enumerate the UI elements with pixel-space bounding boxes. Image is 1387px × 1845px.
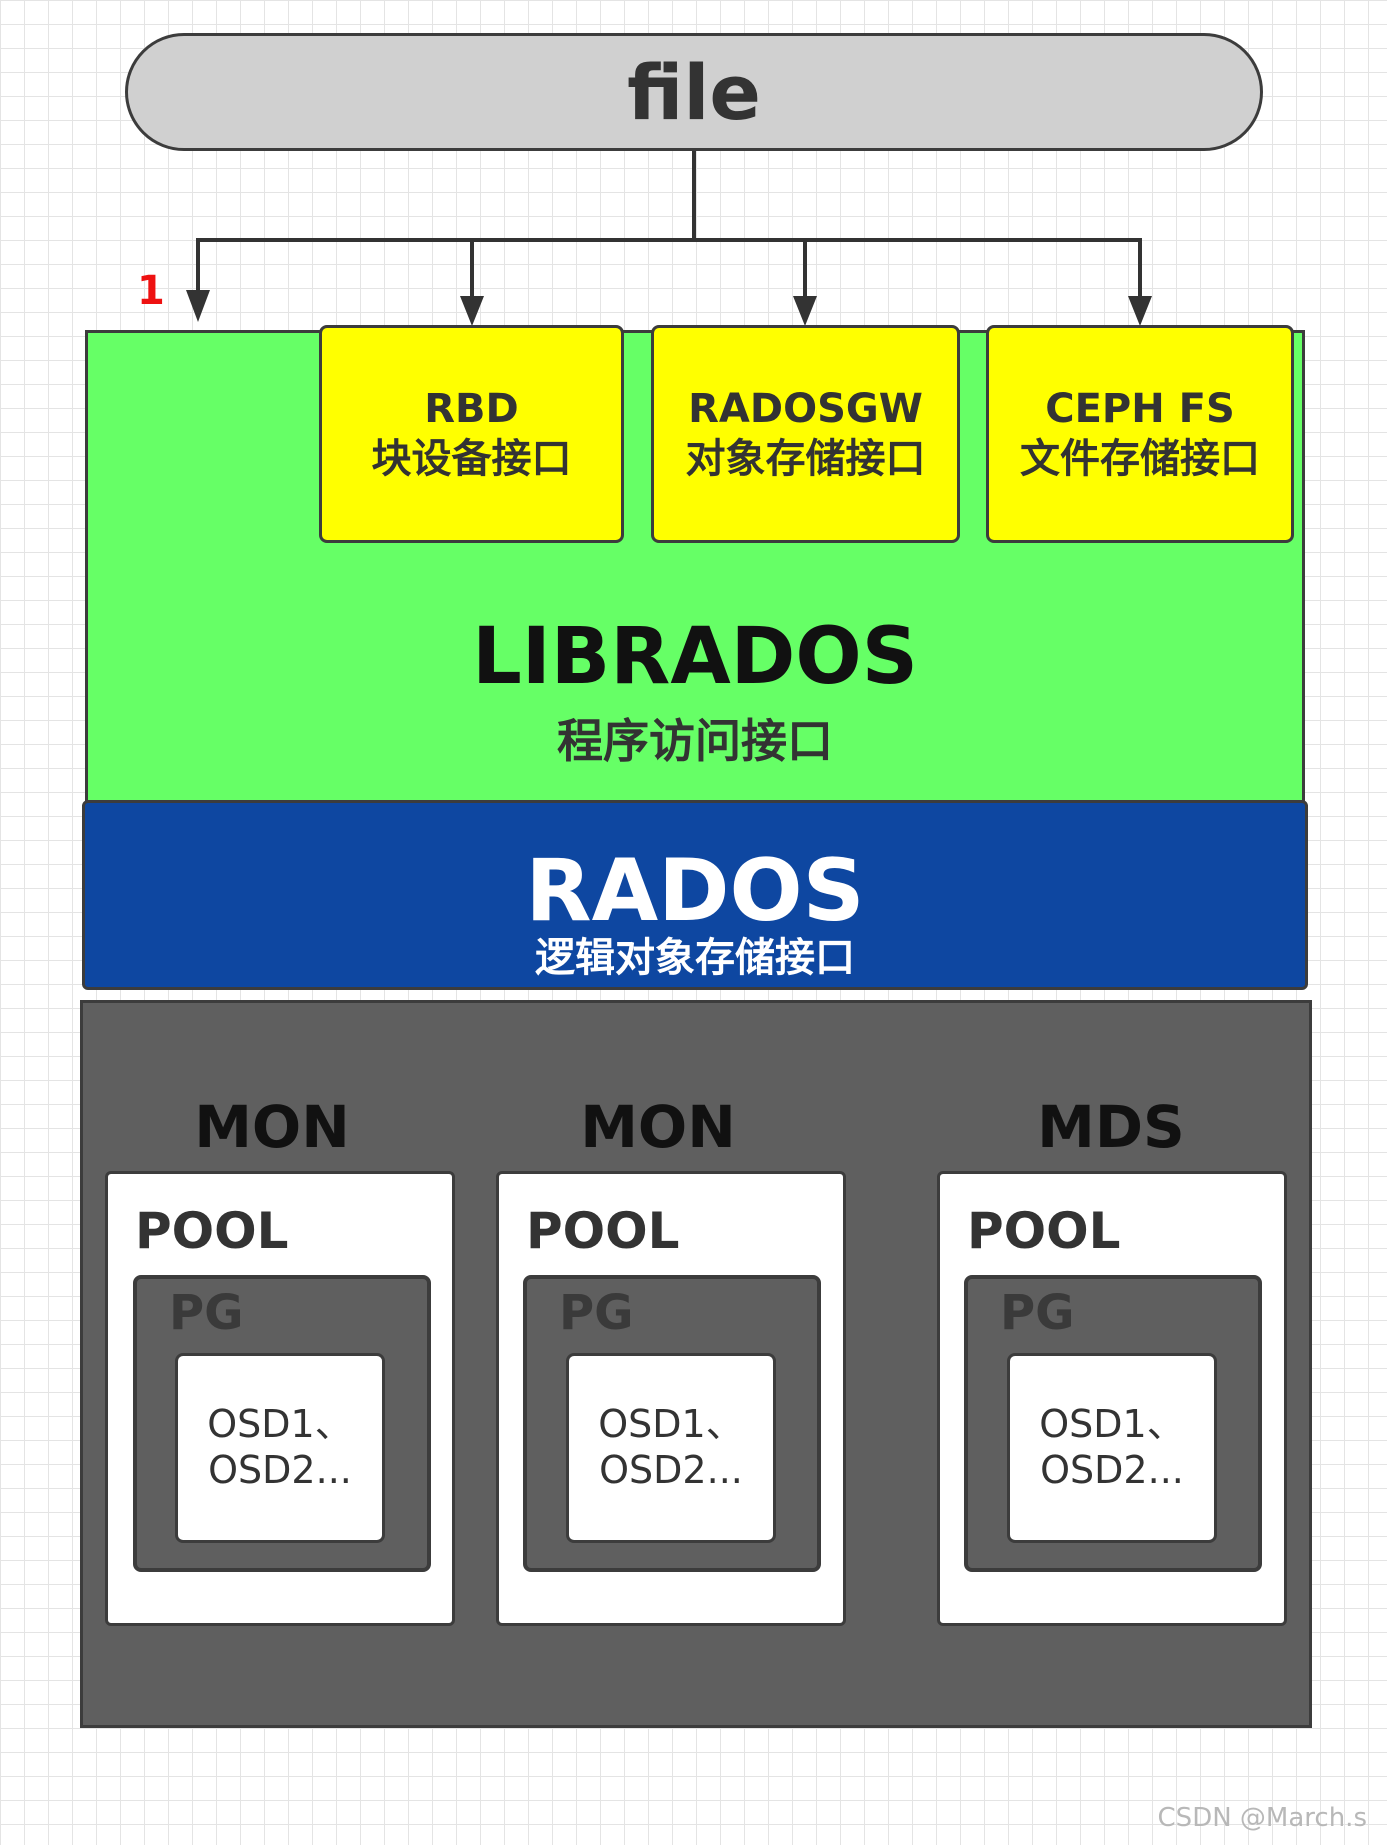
pg-label: PG — [559, 1285, 634, 1341]
osd-line2: OSD2... — [599, 1448, 743, 1492]
interface-desc: 对象存储接口 — [685, 436, 926, 482]
osd-line1: OSD1、 — [1039, 1402, 1185, 1447]
pool-label: POOL — [967, 1202, 1121, 1260]
node-label: MDS — [1037, 1093, 1185, 1161]
pool-label: POOL — [526, 1202, 680, 1260]
interface-name: RBD — [424, 386, 519, 432]
osd-line2: OSD2... — [208, 1448, 352, 1492]
librados-desc: 程序访问接口 — [557, 714, 833, 768]
interface-name: RADOSGW — [688, 386, 923, 432]
interface-box-radosgw: RADOSGW 对象存储接口 — [651, 325, 960, 543]
arrowhead-cephfs — [1128, 296, 1152, 326]
branch-right — [694, 238, 1142, 300]
pg-label: PG — [169, 1285, 244, 1341]
node-label: MON — [580, 1093, 736, 1161]
pg-label: PG — [1000, 1285, 1075, 1341]
osd-line2: OSD2... — [1040, 1448, 1184, 1492]
osd-line1: OSD1、 — [207, 1402, 353, 1447]
interface-box-cephfs: CEPH FS 文件存储接口 — [986, 325, 1294, 543]
file-node: file — [125, 33, 1263, 151]
rados-desc: 逻辑对象存储接口 — [535, 935, 855, 981]
trunk-line — [472, 151, 696, 242]
librados-title: LIBRADOS — [472, 612, 918, 702]
osd-box: OSD1、 OSD2... — [175, 1353, 385, 1543]
branch-left — [196, 238, 472, 292]
interface-name: CEPH FS — [1045, 386, 1235, 432]
rados-layer — [82, 800, 1308, 990]
interface-box-rbd: RBD 块设备接口 — [319, 325, 624, 543]
pool-label: POOL — [135, 1202, 289, 1260]
arrowhead-left — [186, 290, 210, 322]
arrowhead-rbd — [460, 296, 484, 326]
arrowhead-radosgw — [793, 296, 817, 326]
interface-desc: 文件存储接口 — [1020, 436, 1260, 482]
file-label: file — [627, 47, 761, 137]
interface-desc: 块设备接口 — [371, 436, 572, 482]
watermark: CSDN @March.s — [1157, 1803, 1367, 1833]
osd-box: OSD1、 OSD2... — [566, 1353, 776, 1543]
node-label: MON — [194, 1093, 350, 1161]
rados-title: RADOS — [525, 841, 865, 941]
osd-box: OSD1、 OSD2... — [1007, 1353, 1217, 1543]
marker-label: 1 — [137, 268, 165, 314]
osd-line1: OSD1、 — [598, 1402, 744, 1447]
